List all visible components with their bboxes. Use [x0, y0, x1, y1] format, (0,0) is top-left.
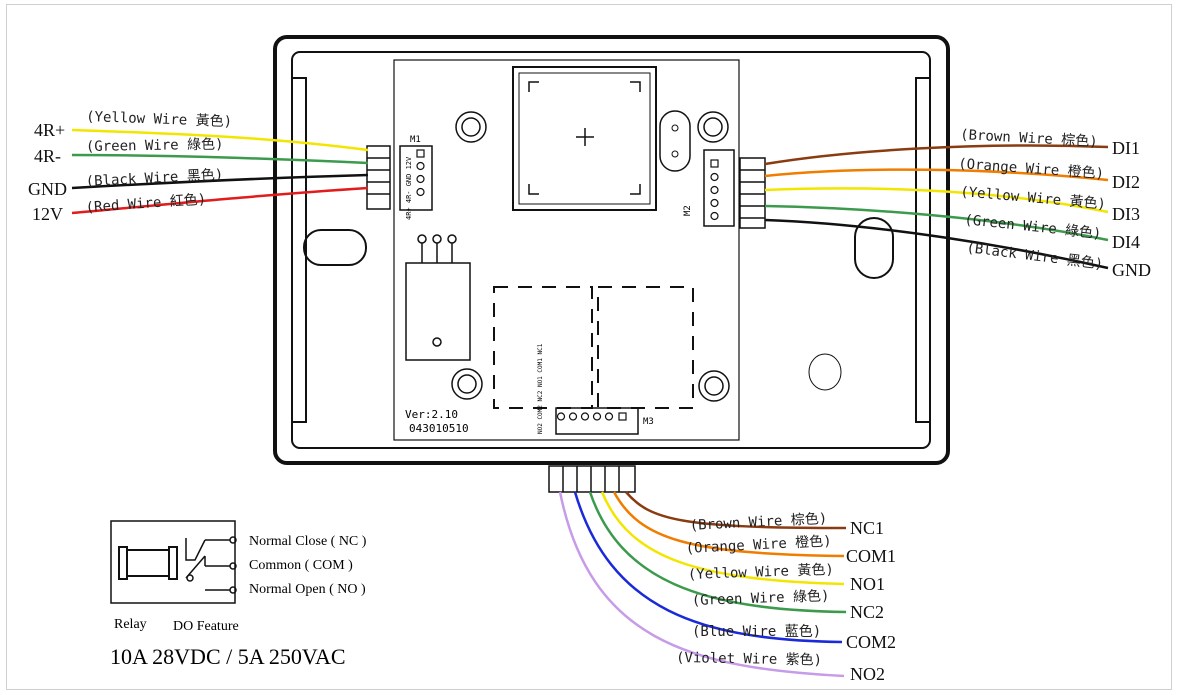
bottom-wire-label: (Violet Wire 紫色)	[676, 649, 822, 669]
right-wire-label: (Yellow Wire 黃色)	[960, 183, 1107, 213]
board-version: Ver:2.10	[405, 408, 458, 421]
bottom-wire	[558, 491, 845, 678]
bottom-wire-label: (Yellow Wire 黃色)	[688, 561, 835, 583]
bottom-terminal-label: NO2	[850, 664, 885, 684]
right-wire	[764, 168, 1109, 182]
left-wire-label: (Red Wire 紅色)	[85, 191, 207, 216]
left-terminal-label: 4R+	[34, 120, 65, 140]
right-wire	[764, 187, 1109, 214]
left-wire-label: (Black Wire 黑色)	[85, 166, 223, 190]
bottom-wire-label: (Brown Wire 棕色)	[689, 510, 827, 534]
relay-switch-icon	[185, 536, 237, 594]
m2-label: M2	[683, 205, 693, 216]
relay-legend: Normal Close ( NC ) Common ( COM ) Norma…	[110, 520, 367, 669]
left-terminal-label: 4R-	[34, 146, 61, 166]
right-wire-label: (Black Wire 黑色)	[966, 239, 1105, 273]
header-pins	[416, 149, 719, 421]
bottom-wire	[625, 491, 847, 530]
bottom-wire-label: (Blue Wire 藍色)	[692, 623, 821, 640]
right-wire	[764, 204, 1109, 242]
left-slot	[303, 229, 367, 266]
legend-do-feature: DO Feature	[173, 619, 239, 634]
right-wire-group: DI1(Brown Wire 棕色)DI2(Orange Wire 橙色)DI3…	[764, 126, 1151, 280]
left-wire	[71, 186, 369, 215]
bottom-terminal-label: NC2	[850, 602, 884, 622]
bottom-terminal-label: COM2	[846, 632, 896, 652]
left-wire-label: (Yellow Wire 黃色)	[86, 108, 233, 130]
bottom-wire	[600, 491, 845, 586]
mount-hole	[808, 353, 842, 391]
relay-rating: 10A 28VDC / 5A 250VAC	[110, 644, 346, 669]
bottom-terminal-label: NO1	[850, 574, 885, 594]
screw-hole	[451, 111, 730, 402]
bottom-wire	[573, 491, 843, 644]
bottom-terminal-label: NC1	[850, 518, 884, 538]
relay-coil-icon	[118, 546, 178, 580]
bottom-wire	[588, 491, 847, 614]
m1-pin-labels: 4R+ 4R- GND 12V	[405, 156, 413, 220]
bottom-wire-label: (Green Wire 綠色)	[692, 587, 830, 609]
pcb-board	[393, 59, 740, 441]
enclosure	[273, 35, 950, 465]
left-wire	[71, 128, 369, 152]
board-serial: 043010510	[409, 422, 469, 435]
right-wire	[764, 144, 1109, 166]
legend-com: Common ( COM )	[249, 558, 353, 573]
left-wire-group: 4R+ (Yellow Wire 黃色) 4R- (Green Wire 綠色) GND…	[28, 108, 369, 224]
right-slot	[854, 217, 894, 279]
right-terminal-label: DI1	[1112, 138, 1140, 158]
m3-pin-labels: NO2 COM2 NC2 NO1 COM1 NC1	[537, 343, 544, 434]
right-wire	[764, 218, 1109, 270]
bottom-wire	[612, 491, 845, 558]
bottom-terminal-label: COM1	[846, 546, 896, 566]
legend-relay: Relay	[114, 617, 147, 632]
bottom-wire-group: NC1(Brown Wire 棕色)COM1(Orange Wire 橙色)NO…	[558, 491, 896, 684]
board-labels: Ver:2.10 043010510 M1 M2 M3 4R+ 4R- GND …	[405, 135, 693, 435]
left-terminal-label: GND	[28, 179, 67, 199]
left-terminal-label: 12V	[32, 204, 63, 224]
diagram-frame	[6, 4, 1172, 690]
connector-housings	[366, 145, 766, 493]
right-terminal-label: DI4	[1112, 232, 1140, 252]
right-wire-label: (Orange Wire 橙色)	[958, 155, 1105, 182]
right-terminal-label: DI3	[1112, 204, 1140, 224]
left-wire	[71, 173, 369, 190]
left-wire-label: (Green Wire 綠色)	[86, 136, 224, 155]
right-wire-label: (Green Wire 綠色)	[964, 211, 1103, 242]
legend-nc: Normal Close ( NC )	[249, 534, 367, 549]
m1-label: M1	[410, 135, 421, 145]
right-terminal-label: GND	[1112, 260, 1151, 280]
right-terminal-label: DI2	[1112, 172, 1140, 192]
m3-label: M3	[643, 417, 654, 427]
left-wire	[71, 153, 369, 165]
legend-no: Normal Open ( NO )	[249, 582, 366, 597]
